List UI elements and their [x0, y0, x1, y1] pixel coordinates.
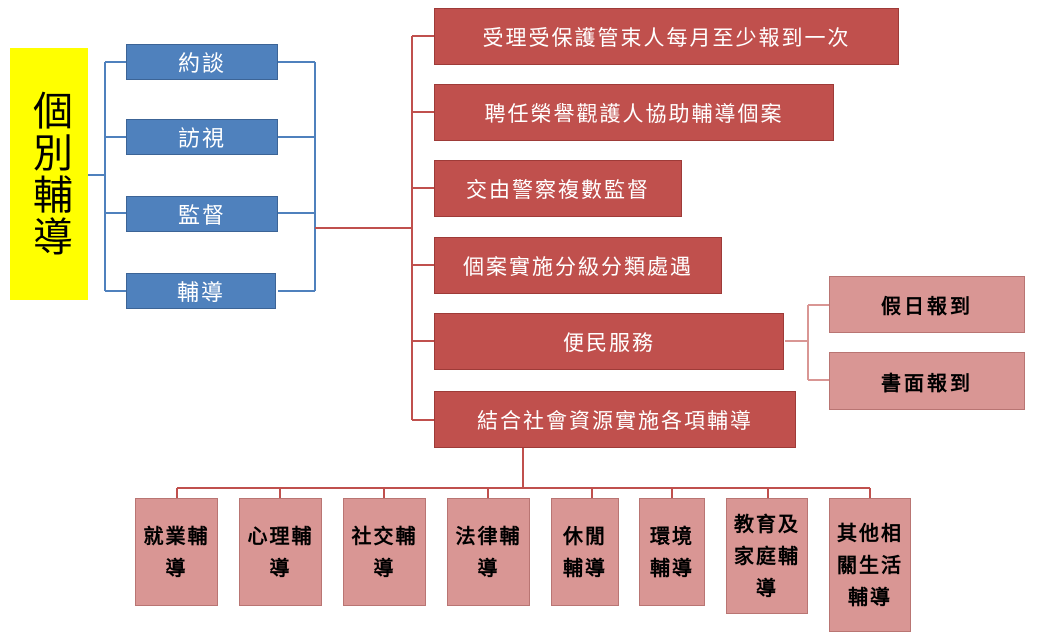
root-node: 個別輔導 [10, 48, 88, 300]
method-supervision: 監督 [126, 196, 278, 232]
measure-honorary-officers: 聘任榮譽觀護人協助輔導個案 [434, 84, 834, 141]
resource-social: 社交輔導 [343, 498, 426, 606]
method-interview: 約談 [126, 44, 278, 80]
measure-police-supervision: 交由警察複數監督 [434, 160, 682, 217]
resource-legal: 法律輔導 [447, 498, 530, 606]
measure-tiered-treatment: 個案實施分級分類處遇 [434, 237, 722, 294]
convenience-written-report: 書面報到 [829, 352, 1025, 410]
resource-environment: 環境輔導 [639, 498, 705, 606]
measure-social-resources: 結合社會資源實施各項輔導 [434, 391, 796, 448]
resource-employment: 就業輔導 [135, 498, 218, 606]
convenience-holiday-report: 假日報到 [829, 276, 1025, 333]
resource-psychological: 心理輔導 [239, 498, 322, 606]
resource-leisure: 休閒輔導 [551, 498, 619, 606]
method-visit: 訪視 [126, 119, 278, 155]
measure-convenience-service: 便民服務 [434, 313, 784, 370]
resource-other-life: 其他相關生活輔導 [829, 498, 911, 632]
measure-monthly-report: 受理受保護管束人每月至少報到一次 [434, 8, 899, 65]
method-counseling: 輔導 [126, 273, 276, 309]
resource-education-family: 教育及家庭輔導 [726, 498, 808, 614]
